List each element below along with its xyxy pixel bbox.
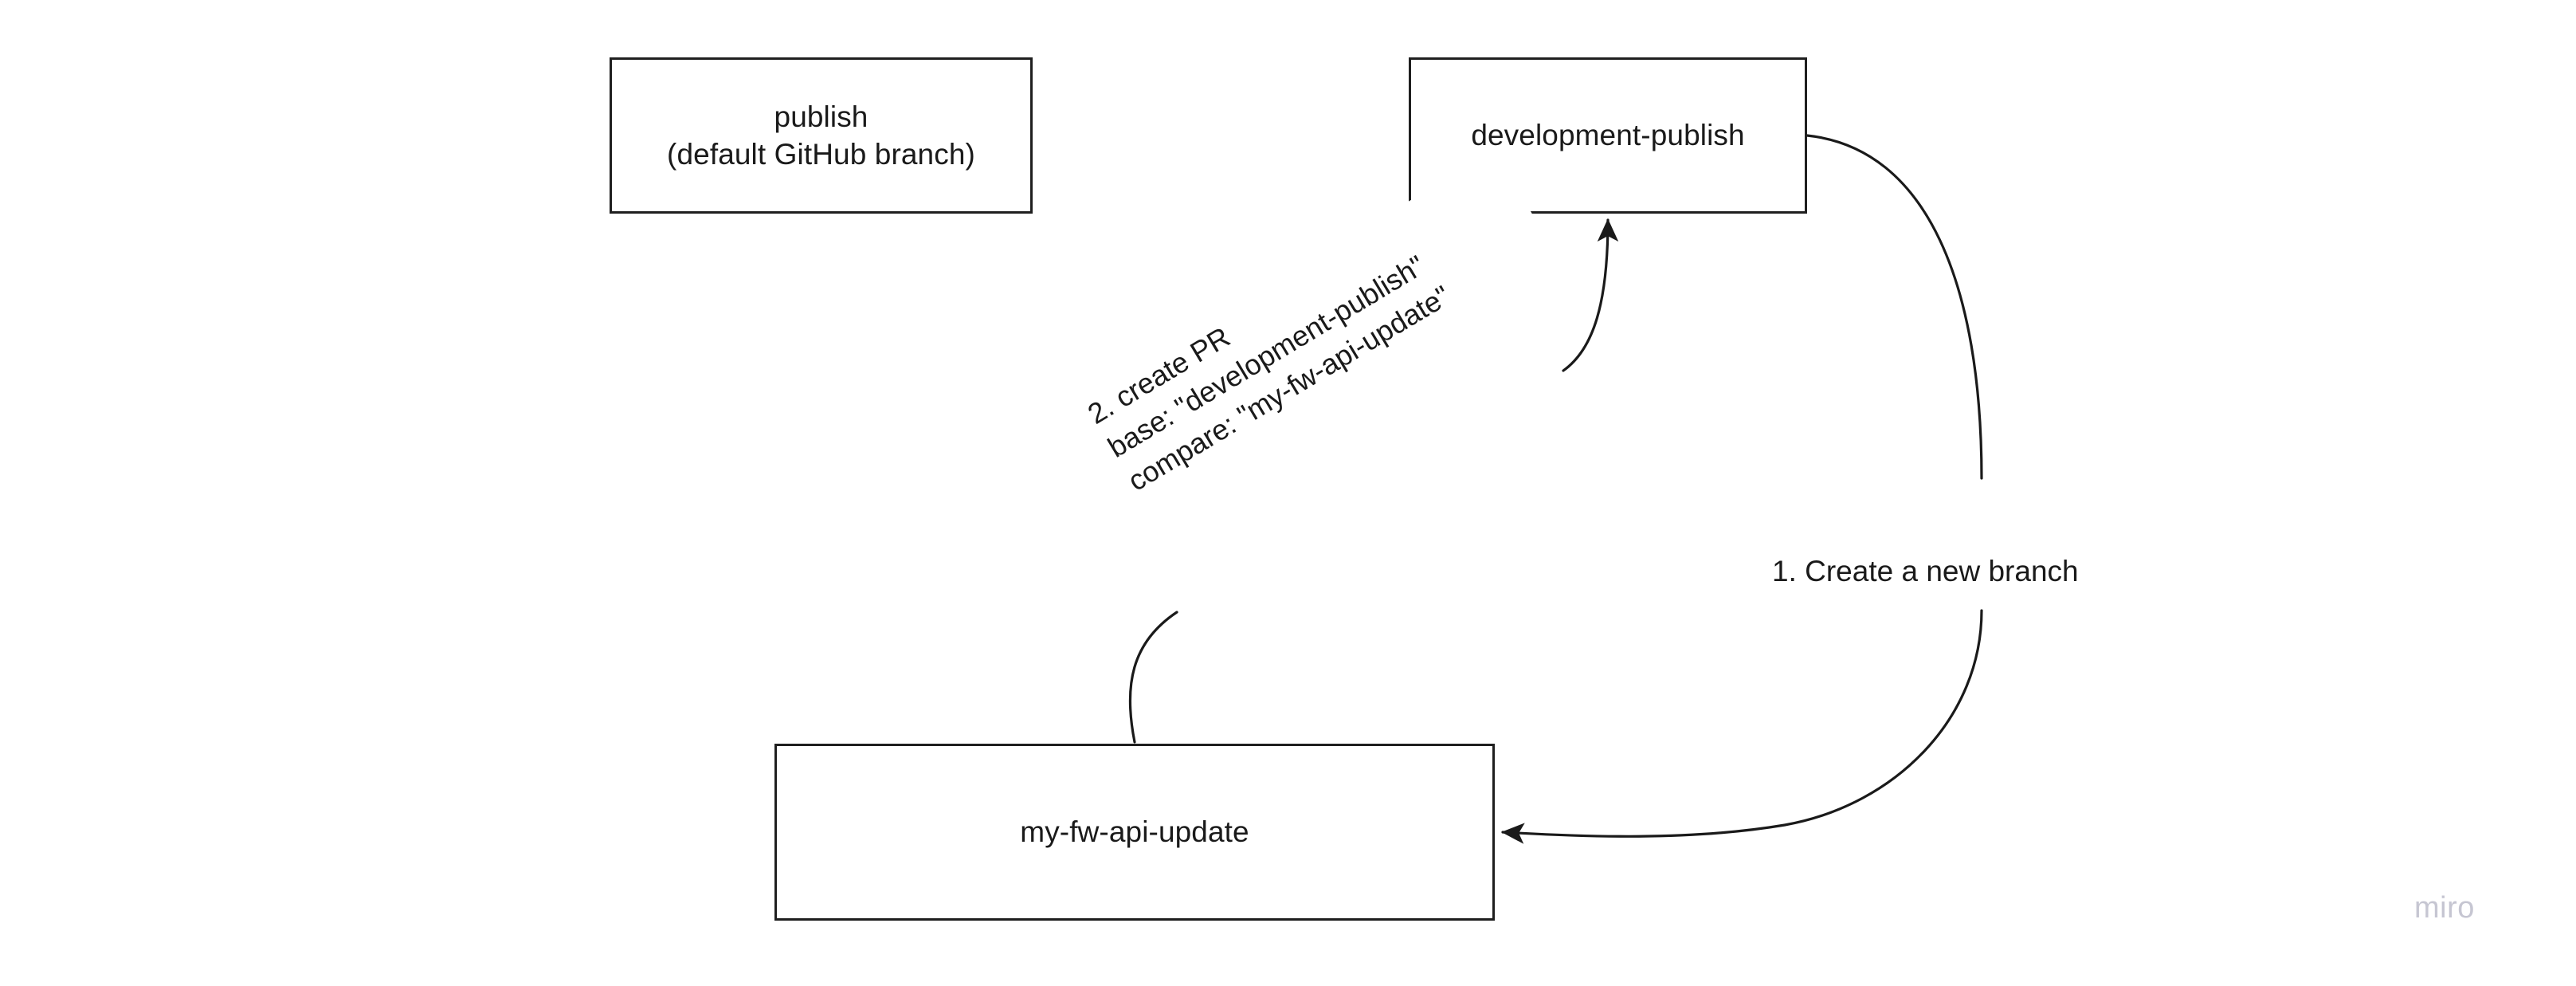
node-publish[interactable]: publish (default GitHub branch): [610, 57, 1033, 214]
node-publish-label: publish (default GitHub branch): [667, 100, 975, 171]
node-my-fw-api-update[interactable]: my-fw-api-update: [774, 744, 1495, 921]
edge-label-create-branch[interactable]: 1. Create a new branch: [1766, 550, 2085, 594]
edge-create-branch-path: [1806, 134, 1983, 480]
edge-create-pr-path-upper: [1562, 218, 1619, 372]
edge-create-branch-path-lower: [1501, 609, 1983, 844]
node-my-fw-api-update-label: my-fw-api-update: [1020, 815, 1249, 849]
node-development-publish-label: development-publish: [1471, 119, 1745, 152]
miro-watermark: miro: [2414, 891, 2475, 925]
node-development-publish[interactable]: development-publish: [1409, 57, 1807, 214]
edge-label-create-pr[interactable]: 2. create PR base: "development-publish"…: [1076, 150, 1556, 505]
edge-create-pr-path-lower: [1128, 611, 1178, 744]
